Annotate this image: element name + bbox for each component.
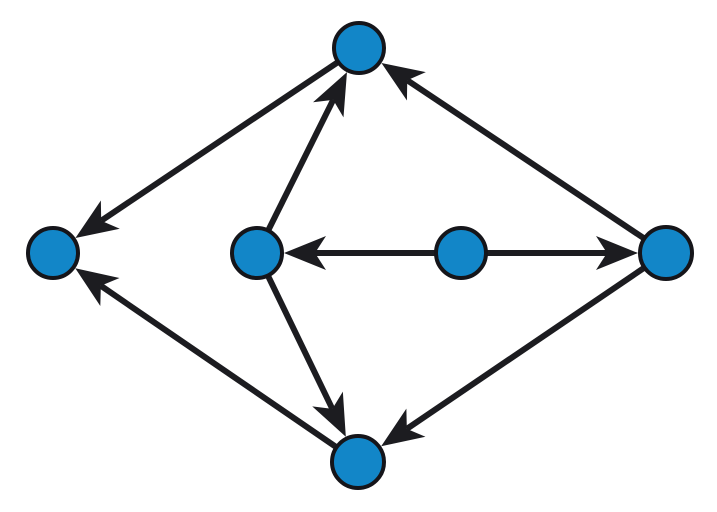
edge-line	[265, 98, 336, 232]
arrow-head-icon	[381, 62, 426, 101]
nodes-layer	[26, 21, 694, 490]
edge-line	[99, 59, 340, 224]
graph-edge	[487, 236, 638, 270]
graph-edge	[265, 275, 346, 437]
arrow-head-icon	[75, 200, 120, 238]
graph-node-middle[interactable]	[434, 226, 488, 280]
graph-node-bottom[interactable]	[330, 434, 386, 490]
graph-edge	[381, 265, 646, 447]
graph-edge	[381, 62, 646, 241]
graph-node-left[interactable]	[26, 226, 80, 280]
arrow-head-icon	[75, 268, 120, 307]
graph-edge	[75, 268, 338, 450]
edge-line	[405, 265, 646, 432]
edge-line	[405, 77, 646, 241]
graph-node-top[interactable]	[332, 21, 386, 75]
graph-edge	[75, 59, 340, 238]
arrow-head-icon	[313, 72, 347, 118]
edges-layer	[75, 59, 646, 450]
arrow-head-icon	[312, 391, 346, 437]
graph-edge	[265, 72, 347, 232]
arrow-head-icon	[596, 236, 638, 270]
edge-line	[265, 275, 336, 411]
graph-node-center-left[interactable]	[230, 226, 284, 280]
graph-node-right[interactable]	[638, 225, 694, 281]
graph-edge	[284, 236, 435, 270]
arrow-head-icon	[381, 408, 426, 447]
arrow-head-icon	[284, 236, 326, 270]
edge-line	[99, 283, 338, 450]
